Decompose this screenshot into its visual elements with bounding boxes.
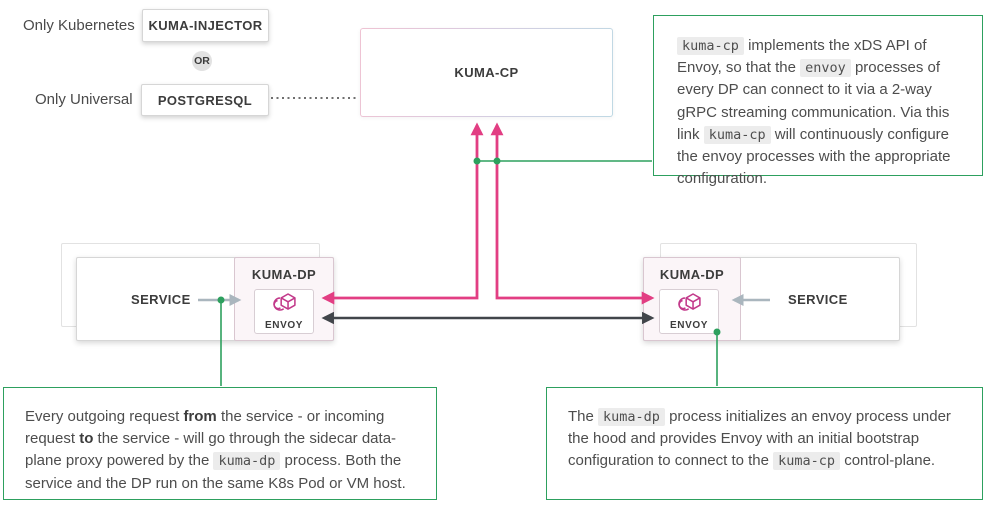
- envoy-box-right: ENVOY: [659, 289, 719, 334]
- kuma-dp-label-right: KUMA-DP: [659, 267, 725, 282]
- annotation-sidecar: Every outgoing request from the service …: [3, 387, 437, 500]
- kuma-injector-box: KUMA-INJECTOR: [142, 9, 269, 42]
- postgresql-box: POSTGRESQL: [141, 84, 269, 116]
- or-badge: OR: [192, 51, 212, 71]
- only-kubernetes-label: Only Kubernetes: [23, 17, 135, 34]
- annotation-sidecar-text: Every outgoing request from the service …: [25, 408, 406, 492]
- envoy-label-right: ENVOY: [669, 320, 708, 331]
- annotation-bootstrap: The kuma-dp process initializes an envoy…: [546, 387, 983, 500]
- pink-xds-arrow-right: [490, 122, 655, 305]
- kuma-cp-label: KUMA-CP: [454, 65, 519, 80]
- envoy-hexagon-icon: [676, 292, 702, 318]
- annotation-xds-text: kuma-cp implements the xDS API of Envoy,…: [677, 37, 951, 188]
- kuma-cp-box: KUMA-CP: [360, 28, 613, 117]
- service-label-right: SERVICE: [788, 292, 848, 307]
- kuma-injector-label: KUMA-INJECTOR: [148, 18, 263, 33]
- envoy-box-left: ENVOY: [254, 289, 314, 334]
- pink-xds-arrow-left: [321, 122, 484, 305]
- envoy-label-left: ENVOY: [264, 320, 303, 331]
- service-label-left: SERVICE: [131, 292, 191, 307]
- kuma-dp-label-left: KUMA-DP: [251, 267, 317, 282]
- postgresql-label: POSTGRESQL: [157, 92, 253, 108]
- only-universal-label: Only Universal: [35, 91, 133, 108]
- annotation-xds: kuma-cp implements the xDS API of Envoy,…: [653, 15, 983, 187]
- annotation-bootstrap-text: The kuma-dp process initializes an envoy…: [568, 408, 951, 471]
- green-dot: [493, 157, 501, 165]
- green-dot: [473, 157, 481, 165]
- envoy-hexagon-icon: [271, 292, 297, 318]
